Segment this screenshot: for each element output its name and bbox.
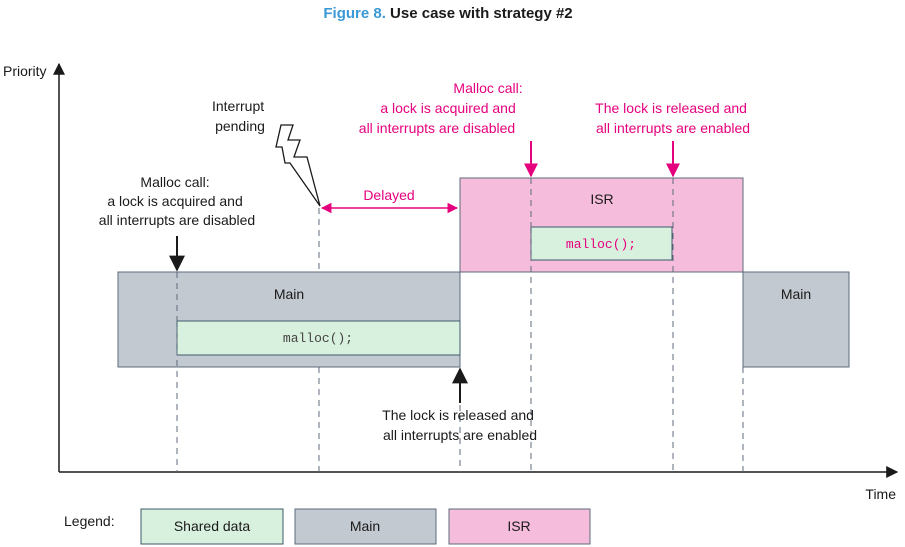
- legend-swatch-main: [294, 508, 437, 545]
- malloc-isr-annotation: Malloc call: a lock is acquired and all …: [359, 80, 527, 136]
- delayed-label: Delayed: [363, 187, 414, 203]
- figure-title: Figure 8. Use case with strategy #2: [323, 5, 572, 22]
- shared-data-main: [176, 320, 461, 356]
- shared-data-isr: [530, 226, 673, 261]
- lightning-bolt-icon: [275, 124, 321, 207]
- malloc-main-annotation: Malloc call: a lock is acquired and all …: [99, 174, 255, 228]
- isr-block-label: ISR: [590, 191, 613, 207]
- figure-number: Figure 8.: [323, 5, 390, 22]
- release-main-line-1: The lock is released and: [382, 407, 534, 423]
- malloc-main-line-2: a lock is acquired and: [107, 193, 242, 209]
- malloc-isr-line-2: a lock is acquired and: [380, 100, 515, 116]
- release-isr-line-2: all interrupts are enabled: [596, 120, 750, 136]
- interrupt-pending-line-1: Interrupt: [212, 98, 264, 114]
- malloc-isr-line-1: Malloc call:: [453, 80, 522, 96]
- legend: Legend: Shared data Main ISR: [64, 508, 591, 545]
- release-main-line-2: all interrupts are enabled: [383, 427, 537, 443]
- main-malloc-code: malloc();: [283, 331, 353, 346]
- interrupt-pending-line-2: pending: [215, 118, 265, 134]
- main-block-right: [742, 271, 850, 368]
- malloc-main-line-1: Malloc call:: [140, 174, 209, 190]
- time-guides: [176, 178, 744, 472]
- malloc-main-line-3: all interrupts are disabled: [99, 212, 255, 228]
- legend-label-shared-data: Shared data: [174, 518, 250, 534]
- y-axis-label: Priority: [3, 63, 47, 79]
- release-isr-annotation: The lock is released and all interrupts …: [595, 100, 751, 136]
- legend-title: Legend:: [64, 513, 115, 529]
- release-isr-line-1: The lock is released and: [595, 100, 747, 116]
- isr-malloc-code: malloc();: [566, 237, 636, 252]
- interrupt-pending-annotation: Interrupt pending: [212, 98, 268, 134]
- x-axis-label: Time: [865, 486, 896, 502]
- main-block-right-label: Main: [781, 286, 811, 302]
- main-block-left-label: Main: [274, 286, 304, 302]
- release-main-annotation: The lock is released and all interrupts …: [382, 407, 538, 443]
- legend-label-main: Main: [350, 518, 380, 534]
- malloc-isr-line-3: all interrupts are disabled: [359, 120, 515, 136]
- legend-swatch-shared-data: [140, 508, 284, 545]
- legend-label-isr: ISR: [507, 518, 530, 534]
- figure-title-text: Use case with strategy #2: [390, 5, 573, 22]
- legend-swatch-isr: [448, 508, 591, 545]
